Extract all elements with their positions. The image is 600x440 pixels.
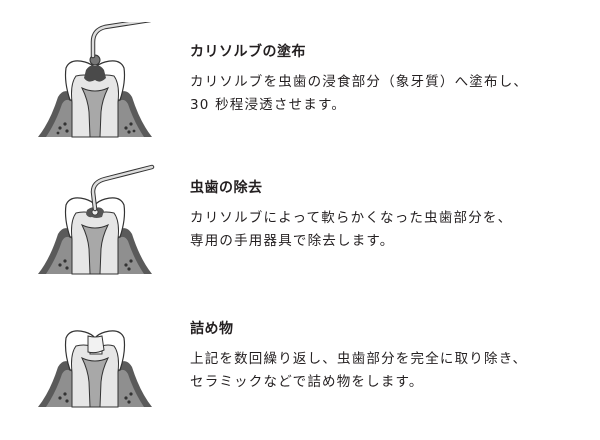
step-3-text: 詰め物 上記を数回繰り返し、虫歯部分を完全に取り除き、 セラミックなどで詰め物を… bbox=[190, 320, 590, 394]
step-2: 虫歯の除去 カリソルブによって軟らかくなった虫歯部分を、 専用の手用器具で除去し… bbox=[0, 150, 600, 290]
tooth-removing-caries-icon bbox=[30, 162, 160, 282]
step-3: 詰め物 上記を数回繰り返し、虫歯部分を完全に取り除き、 セラミックなどで詰め物を… bbox=[0, 300, 600, 440]
step-2-text: 虫歯の除去 カリソルブによって軟らかくなった虫歯部分を、 専用の手用器具で除去し… bbox=[190, 179, 590, 253]
step-description: カリソルブによって軟らかくなった虫歯部分を、 専用の手用器具で除去します。 bbox=[190, 210, 513, 249]
step-title: 詰め物 bbox=[190, 321, 234, 337]
tooth-applying-carisolv-icon bbox=[30, 22, 160, 142]
step-title: カリソルブの塗布 bbox=[190, 44, 306, 60]
step-1: カリソルブの塗布 カリソルブを虫歯の浸食部分（象牙質）へ塗布し、 30 秒程浸透… bbox=[0, 0, 600, 145]
step-description: カリソルブを虫歯の浸食部分（象牙質）へ塗布し、 30 秒程浸透させます。 bbox=[190, 74, 529, 113]
step-title: 虫歯の除去 bbox=[190, 180, 263, 196]
step-1-text: カリソルブの塗布 カリソルブを虫歯の浸食部分（象牙質）へ塗布し、 30 秒程浸透… bbox=[190, 43, 590, 117]
tooth-filling-icon bbox=[30, 330, 160, 420]
step-description: 上記を数回繰り返し、虫歯部分を完全に取り除き、 セラミックなどで詰め物をします。 bbox=[190, 351, 528, 390]
